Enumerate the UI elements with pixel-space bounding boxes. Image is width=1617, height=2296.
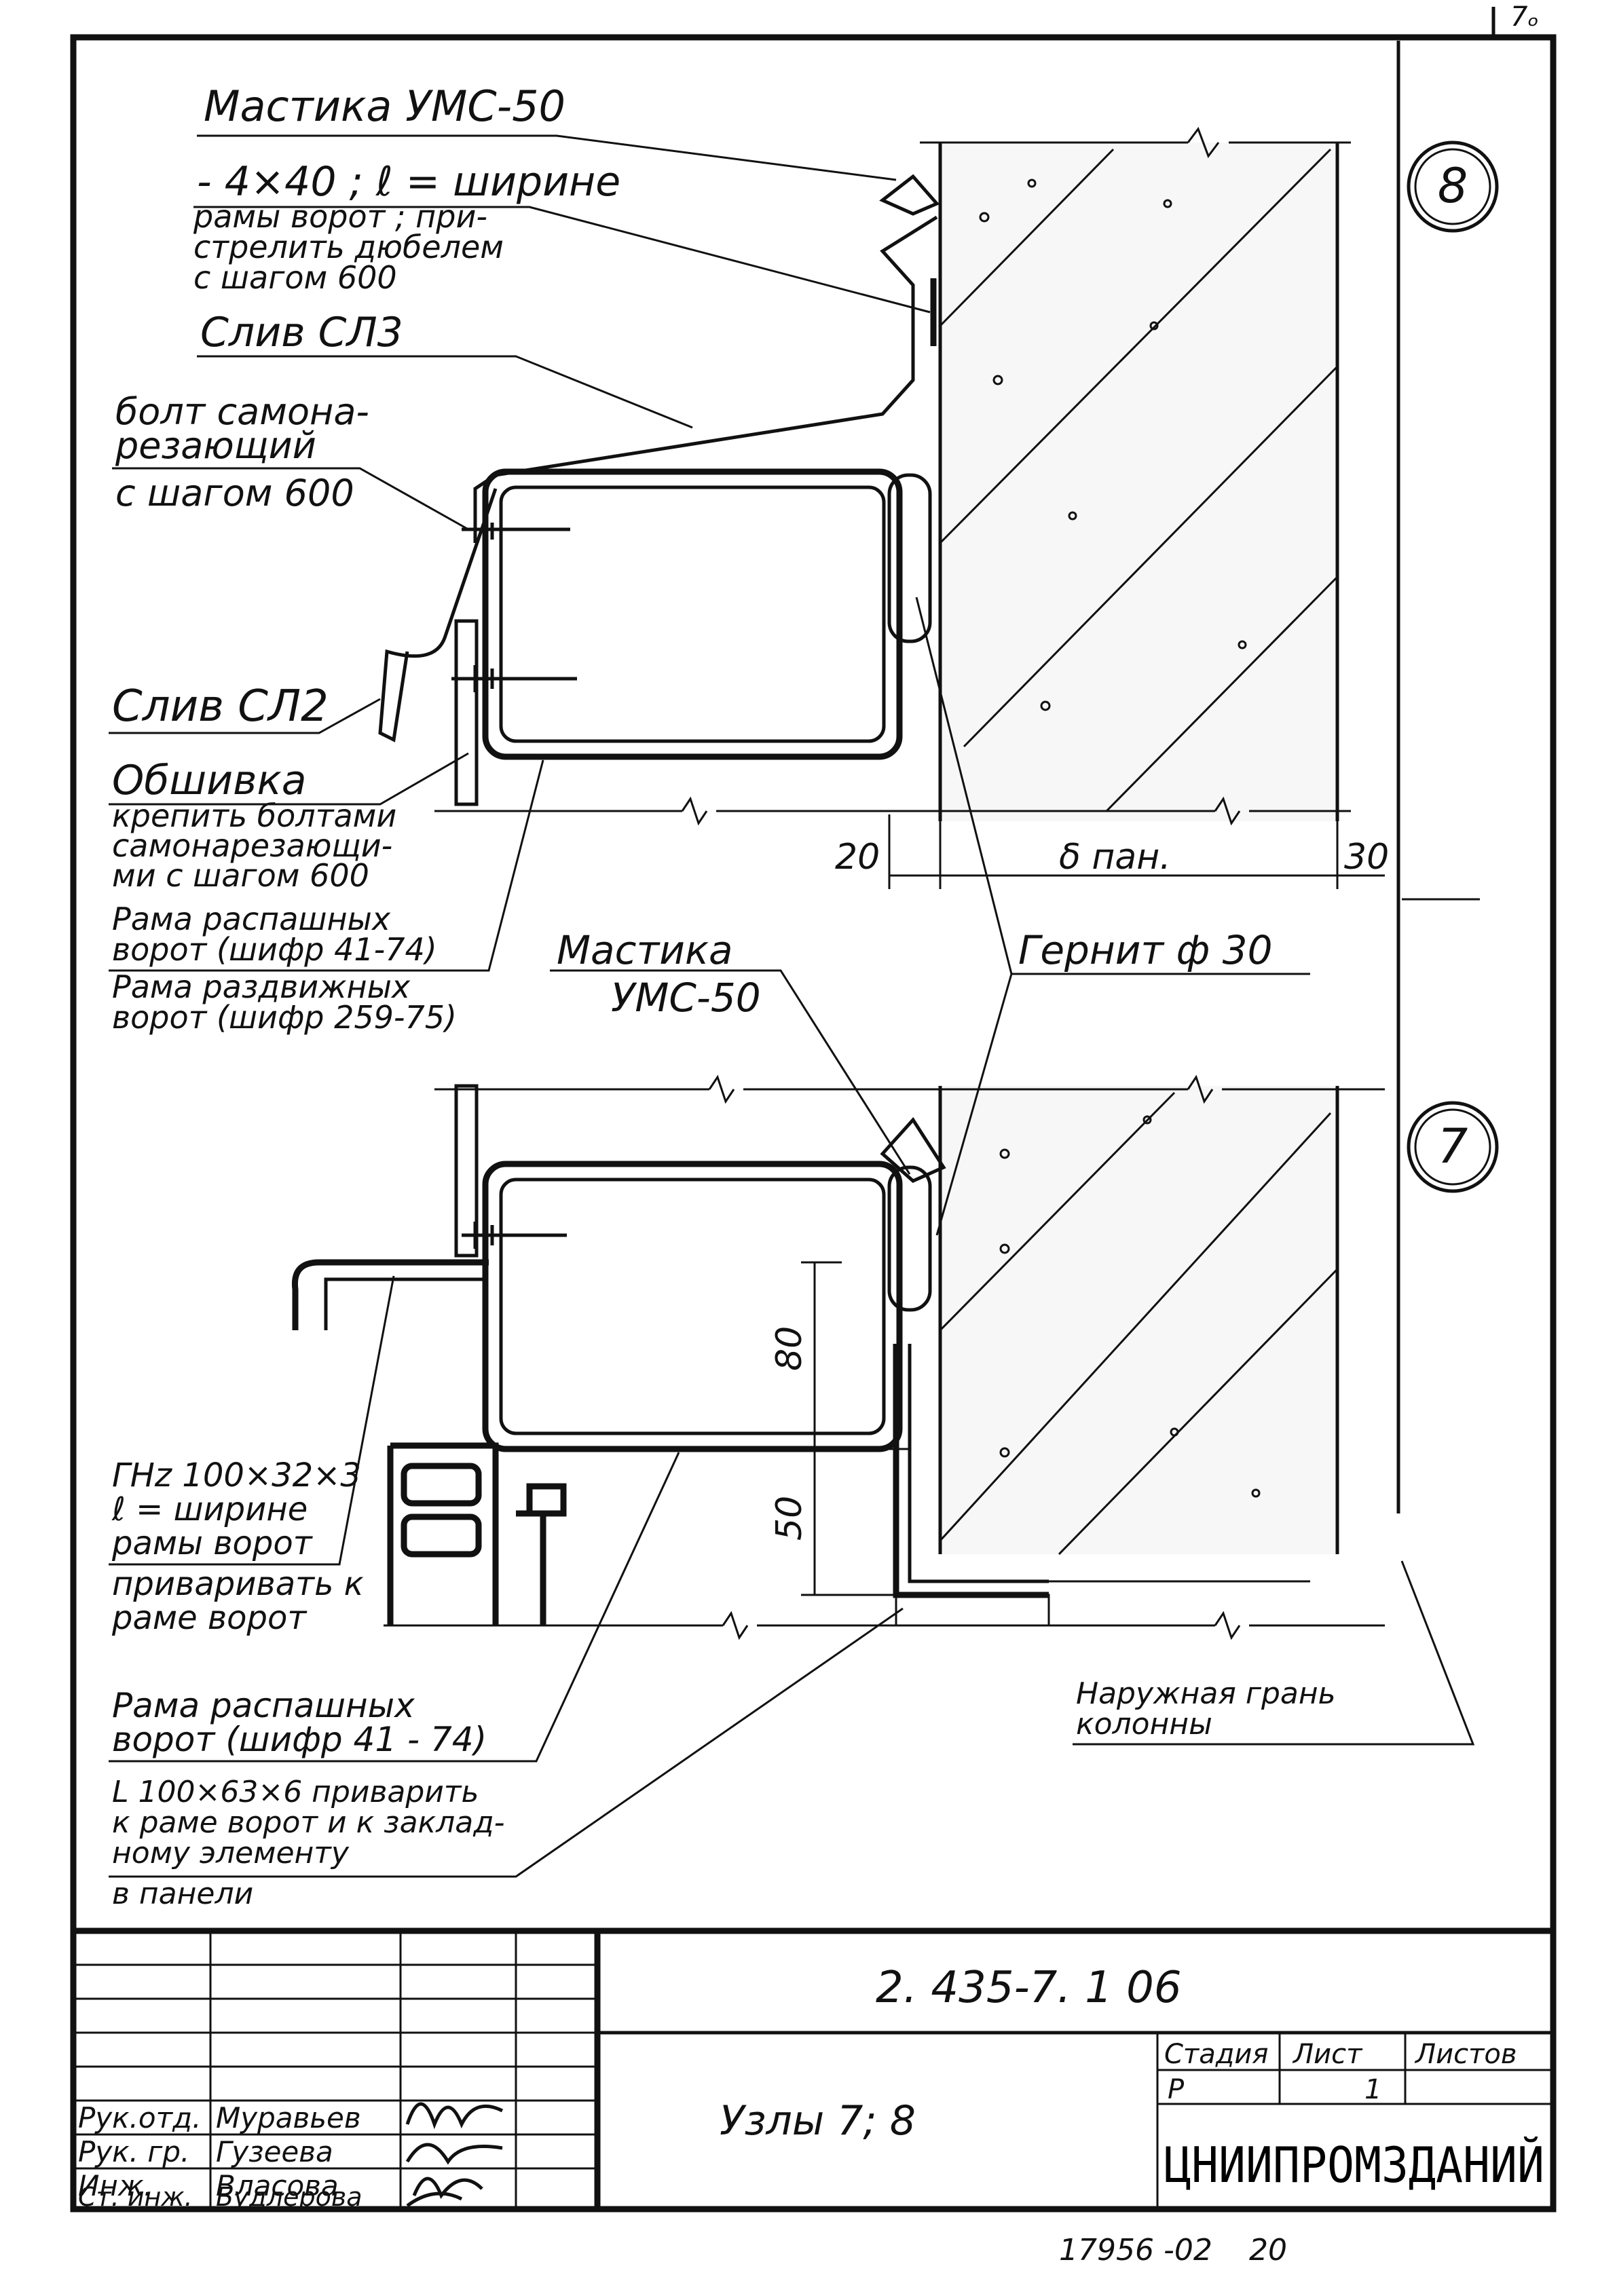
mastic-top-8 [879,174,940,216]
node-7-callouts: Мастика УМС-50 Гернит ф 30 ГНz 100×32×3 … [109,597,1475,1911]
stage-value: Р [1168,2074,1185,2105]
drip-sl3 [473,215,938,536]
svg-text:Рама распашных ворот (ши: Рама распашных ворот (шифр 41-74) Рама р… [112,901,457,1036]
svg-text:болт самона- резающий: болт самона- резающий с шагом 600 [115,390,381,514]
callout-mastic-7-2: УМС-50 [611,975,761,1021]
sheathing-8 [454,619,479,806]
svg-text:Рама распашных ворот (ши: Рама распашных ворот (шифр 41 - 74) [112,1686,487,1759]
frame-tube-8 [482,468,903,760]
sig-role-3: Инж. [78,2169,153,2202]
leaf-profile-lower [401,1513,482,1558]
sig-role-1: Рук.отд. [78,2101,201,2134]
node-8-marker [1407,140,1499,233]
callout-frame-swing-2: ворот (шифр 41-74) [112,931,437,968]
gernit-cord-8 [887,473,932,643]
svg-text:Мастика УМС-50: Мастика УМС-50 [557,927,761,1021]
callout-channel-4: приваривать к [112,1565,364,1603]
bolt-lower-8 [451,665,577,692]
callout-frame-swing-1: Рама распашных [112,901,391,937]
sig-role-2: Рук. гр. [78,2135,189,2168]
callout-drip-sl3: Слив СЛ3 [200,309,403,356]
sheet-border [70,34,1557,2213]
callout-gernit: Гернит ф 30 [1018,927,1272,973]
callout-mastic-7-1: Мастика [557,927,733,973]
node-8-detail: 20 δ пан. 30 [378,126,1389,889]
sig-name-2: Гузеева [216,2135,333,2168]
corner-mark: 7ₒ [1510,1,1539,33]
svg-text:крепить болтами самонаре: крепить болтами самонарезающи- ми с шаго… [112,797,407,894]
sig-role-4-visible: Ст. инж. [78,2182,193,2212]
callout-channel-1: ГНz 100×32×3 [112,1456,361,1494]
svg-text:ГНz 100×32×3 ℓ = ширине: ГНz 100×32×3 ℓ = ширине рамы ворот прива… [111,1456,374,1637]
callout-sheathing-note-3: ми с шагом 600 [112,857,369,894]
node-7-label: 7 [1438,1118,1468,1174]
leaf-profile-upper [401,1463,482,1507]
callout-channel-3: рамы ворот [111,1524,314,1562]
bolt-upper-8 [462,516,570,543]
concrete-hatch-7 [939,1091,1339,1556]
callout-mastic-8: Мастика УМС-50 [204,81,565,131]
callout-channel-5: раме ворот [111,1599,308,1637]
callout-bolt-2: резающий [115,424,316,467]
sheathing-7 [454,1084,479,1258]
frame-tube-7 [482,1161,903,1452]
callout-bolt-3: с шагом 600 [115,472,354,514]
sig-name-3: Власова [216,2169,339,2202]
bolt-7 [462,1222,567,1249]
organization: ЦНИИПРОМЗДАНИЙ [1164,2137,1544,2194]
concrete-hatch-8 [939,148,1339,812]
dim-lower-7: 50 [769,1496,810,1541]
callout-column-face-1: Наружная грань [1076,1676,1336,1711]
callout-strip-note-1: рамы ворот ; при- [193,198,487,235]
drip-sl2 [378,488,498,742]
node-8-callouts: Мастика УМС-50 - 4×40 ; ℓ = ширине рамы … [109,81,931,1036]
callout-sheathing-note-2: самонарезающи- [112,827,392,864]
callout-column-face-2: колонны [1076,1707,1212,1742]
callout-angle-1: L 100×63×6 приварить [112,1775,479,1809]
callout-frame-sliding-1: Рама раздвижных [112,968,411,1005]
dim-upper-7: 80 [769,1326,810,1371]
doc-code: 2. 435-7. 1 06 [876,1963,1182,2013]
sig-name-1: Муравьев [216,2101,361,2134]
callout-drip-sl2: Слив СЛ2 [112,681,329,732]
title-block: Рук.отд. Муравьев Рук. гр. Гузеева Инж. … [73,1927,1553,2212]
channel-7 [291,1259,489,1330]
callout-frame-swing-7-2: ворот (шифр 41 - 74) [112,1720,487,1759]
gernit-cord-7 [887,1165,932,1312]
callout-channel-2: ℓ = ширине [111,1490,308,1528]
wall-panel-7 [940,1086,1337,1554]
stage-header: Стадия [1164,2039,1268,2070]
callout-angle-2: к раме ворот и к заклад- [112,1805,505,1840]
callout-frame-swing-7-1: Рама распашных [112,1686,415,1725]
callout-angle-4: в панели [112,1877,253,1911]
svg-text:рамы ворот ; при- стрели: рамы ворот ; при- стрелить дюбелем с шаг… [193,198,514,296]
svg-text:L 100×63×6 приварить к р: L 100×63×6 приварить к раме ворот и к за… [112,1775,515,1911]
callout-strip-note-3: с шагом 600 [193,259,397,296]
dim-panel-8: δ пан. [1059,837,1171,878]
dim-left-8: 20 [835,837,880,878]
wall-panel-8 [940,143,1337,821]
callout-angle-3: ному элементу [112,1836,350,1870]
callout-sheathing: Обшивка [112,757,307,804]
dim-right-8: 30 [1344,837,1389,878]
sheet-header: Лист [1292,2039,1363,2070]
callout-strip-note-2: стрелить дюбелем [193,229,504,265]
signature-marks [405,2102,504,2208]
mastic-7 [880,1116,946,1183]
sig-name-4: Будлерова [216,2182,363,2212]
node-7-detail: 80 50 [291,1074,1385,1640]
sheets-header: Листов [1414,2039,1517,2070]
node-7-marker [1407,1101,1499,1193]
archive-number: 17956 -02 [1059,2233,1212,2267]
callout-frame-sliding-2: ворот (шифр 259-75) [112,999,457,1036]
sheet-value: 1 [1364,2074,1381,2105]
drawing-title: Узлы 7; 8 [720,2097,916,2145]
callout-strip: - 4×40 ; ℓ = ширине [197,158,620,206]
svg-text:Наружная грань колонны: Наружная грань колонны [1076,1676,1345,1742]
archive-page: 20 [1249,2233,1287,2267]
node-8-label: 8 [1438,158,1468,214]
